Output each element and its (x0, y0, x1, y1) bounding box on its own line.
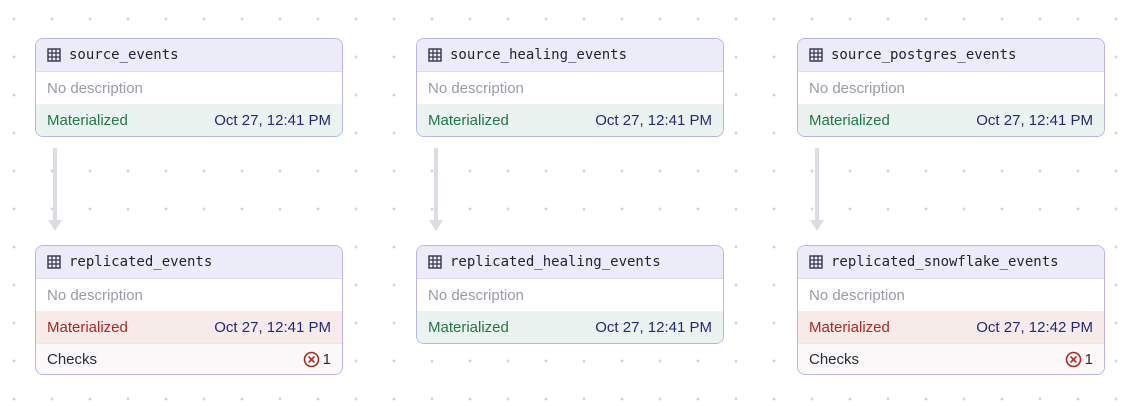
node-description: No description (47, 286, 143, 304)
asset-node-replicated-healing-events[interactable]: replicated_healing_events No description… (416, 245, 724, 344)
materialization-status-row[interactable]: Materialized Oct 27, 12:42 PM (798, 311, 1104, 343)
failed-checks-count[interactable]: 1 (303, 351, 331, 368)
table-icon (428, 48, 442, 62)
x-circle-icon (303, 351, 319, 367)
materialized-timestamp[interactable]: Oct 27, 12:41 PM (214, 318, 331, 336)
dependency-edge (810, 148, 824, 231)
materialized-timestamp[interactable]: Oct 27, 12:42 PM (976, 318, 1093, 336)
table-icon (809, 48, 823, 62)
materialization-status-row[interactable]: Materialized Oct 27, 12:41 PM (36, 104, 342, 136)
node-header: source_healing_events (417, 39, 723, 72)
node-header: replicated_healing_events (417, 246, 723, 279)
materialized-status: Materialized (47, 318, 128, 336)
materialized-status: Materialized (428, 318, 509, 336)
materialization-status-row[interactable]: Materialized Oct 27, 12:41 PM (417, 104, 723, 136)
materialized-timestamp[interactable]: Oct 27, 12:41 PM (976, 111, 1093, 129)
asset-node-source-events[interactable]: source_events No description Materialize… (35, 38, 343, 137)
node-header: source_events (36, 39, 342, 72)
node-header: replicated_snowflake_events (798, 246, 1104, 279)
materialized-timestamp[interactable]: Oct 27, 12:41 PM (214, 111, 331, 129)
materialized-status: Materialized (809, 318, 890, 336)
asset-node-source-healing-events[interactable]: source_healing_events No description Mat… (416, 38, 724, 137)
table-icon (47, 48, 61, 62)
materialization-status-row[interactable]: Materialized Oct 27, 12:41 PM (798, 104, 1104, 136)
node-description: No description (809, 79, 905, 97)
materialization-status-row[interactable]: Materialized Oct 27, 12:41 PM (417, 311, 723, 343)
materialized-timestamp[interactable]: Oct 27, 12:41 PM (595, 318, 712, 336)
checks-row[interactable]: Checks 1 (36, 343, 342, 374)
dependency-edge (429, 148, 443, 231)
checks-row[interactable]: Checks 1 (798, 343, 1104, 374)
node-description: No description (809, 286, 905, 304)
node-title: source_postgres_events (831, 47, 1017, 63)
materialized-status: Materialized (809, 111, 890, 129)
materialized-status: Materialized (47, 111, 128, 129)
asset-node-replicated-snowflake-events[interactable]: replicated_snowflake_events No descripti… (797, 245, 1105, 375)
checks-label: Checks (47, 350, 98, 368)
checks-label: Checks (809, 350, 860, 368)
node-title: source_events (69, 47, 179, 63)
node-title: replicated_healing_events (450, 254, 661, 270)
materialized-status: Materialized (428, 111, 509, 129)
node-title: replicated_snowflake_events (831, 254, 1059, 270)
materialization-status-row[interactable]: Materialized Oct 27, 12:41 PM (36, 311, 342, 343)
asset-node-replicated-events[interactable]: replicated_events No description Materia… (35, 245, 343, 375)
failed-checks-number: 1 (1084, 350, 1093, 368)
table-icon (809, 255, 823, 269)
node-description: No description (428, 79, 524, 97)
node-description: No description (47, 79, 143, 97)
node-header: replicated_events (36, 246, 342, 279)
table-icon (428, 255, 442, 269)
dependency-edge (48, 148, 62, 231)
materialized-timestamp[interactable]: Oct 27, 12:41 PM (595, 111, 712, 129)
node-description: No description (428, 286, 524, 304)
failed-checks-number: 1 (322, 350, 331, 368)
table-icon (47, 255, 61, 269)
asset-node-source-postgres-events[interactable]: source_postgres_events No description Ma… (797, 38, 1105, 137)
failed-checks-count[interactable]: 1 (1065, 351, 1093, 368)
node-header: source_postgres_events (798, 39, 1104, 72)
x-circle-icon (1065, 351, 1081, 367)
node-title: source_healing_events (450, 47, 628, 63)
node-title: replicated_events (69, 254, 213, 270)
